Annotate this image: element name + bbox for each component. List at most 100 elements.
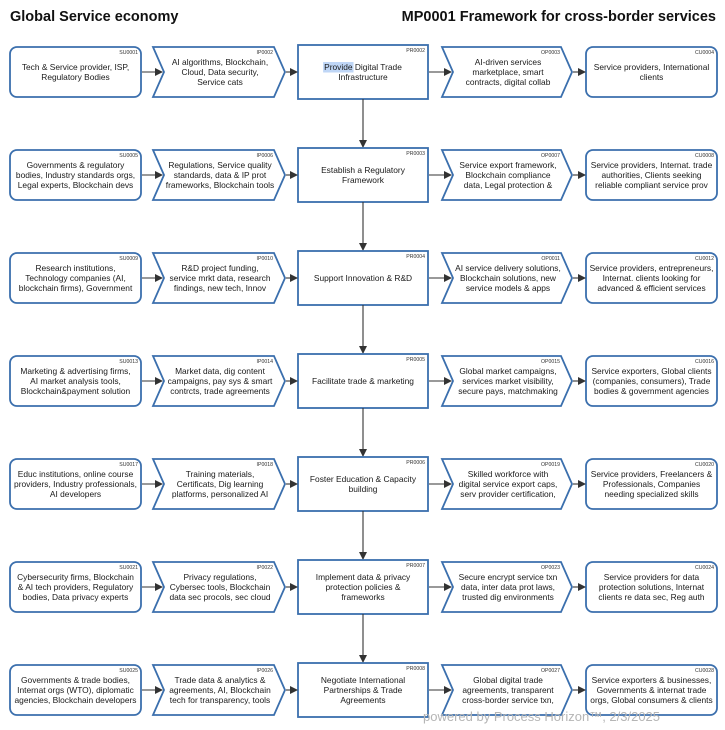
output-text-line: cross-border service txn, [462, 695, 554, 705]
output-text-line: contracts, digital collab [466, 77, 551, 87]
input-box[interactable]: Trade data & analytics &agreements, AI, … [151, 664, 286, 716]
footer-credit: powered by Process Horizon™, 2/3/2025 [423, 709, 661, 724]
supplier-box[interactable]: Cybersecurity firms, Blockchain& AI tech… [9, 561, 142, 613]
process-box[interactable]: Provide Digital TradeInfrastructurePR000… [297, 44, 429, 100]
customer-box-shape [585, 252, 718, 304]
supplier-code: SU0001 [119, 50, 138, 56]
customer-code: CU0024 [695, 565, 714, 571]
supplier-text-line: agencies, Blockchain developers [15, 695, 137, 705]
process-box-shape [297, 147, 429, 203]
input-code: IP0002 [257, 50, 274, 56]
framework-title: MP0001 Framework for cross-border servic… [401, 9, 716, 25]
input-text-line: Service cats [197, 77, 243, 87]
supplier-box[interactable]: Marketing & advertising firms,AI market … [9, 355, 142, 407]
supplier-text-line: Legal experts, Blockchain devs [18, 180, 133, 190]
customer-box[interactable]: Service providers, entrepreneurs,Interna… [585, 252, 718, 304]
output-chevron-shape [440, 252, 573, 304]
process-box-shape [297, 353, 429, 409]
process-box-shape [297, 44, 429, 100]
output-chevron-shape [440, 46, 573, 98]
output-code: OP0027 [541, 668, 560, 674]
input-box[interactable]: AI algorithms, Blockchain,Cloud, Data se… [151, 46, 286, 98]
input-code: IP0006 [257, 153, 274, 159]
process-text-line: frameworks [341, 592, 384, 602]
process-text-line: Establish a Regulatory [321, 165, 406, 175]
supplier-text-line: blockchain firms), Government [19, 283, 133, 293]
customer-text-line: authorities, Clients seeking [601, 170, 701, 180]
customer-box[interactable]: Service providers, InternationalclientsC… [585, 46, 718, 98]
output-chevron-shape [440, 355, 573, 407]
input-text-line: Market data, dig content [175, 366, 266, 376]
customer-text-line: Service providers, Freelancers & [591, 469, 713, 479]
output-text-line: services market visibility, [462, 376, 554, 386]
customer-text-line: Service providers, International [594, 62, 710, 72]
output-text-line: marketplace, smart [472, 67, 544, 77]
supplier-box[interactable]: Research institutions,Technology compani… [9, 252, 142, 304]
input-box[interactable]: Training materials,Certificats, Dig lear… [151, 458, 286, 510]
customer-text-line: orgs, Global consumers & clients [590, 695, 712, 705]
input-text-line: contrcts, trade agreements [170, 386, 270, 396]
input-chevron-shape [151, 561, 286, 613]
customer-code: CU0016 [695, 359, 714, 365]
process-code: PR0008 [406, 666, 425, 672]
process-text-line: Implement data & privacy [316, 572, 411, 582]
customer-box[interactable]: Service exporters & businesses,Governmen… [585, 664, 718, 716]
supplier-code: SU0021 [119, 565, 138, 571]
output-text-line: secure pays, matchmaking [458, 386, 558, 396]
process-text-line: Negotiate International [321, 675, 405, 685]
input-box[interactable]: Privacy regulations,Cybersec tools, Bloc… [151, 561, 286, 613]
customer-box[interactable]: Service providers, Freelancers &Professi… [585, 458, 718, 510]
customer-box[interactable]: Service exporters, Global clients(compan… [585, 355, 718, 407]
customer-text-line: protection solutions, Internat [599, 582, 705, 592]
output-box[interactable]: Global market campaigns,services market … [440, 355, 573, 407]
process-text-line: building [349, 484, 378, 494]
customer-box[interactable]: Service providers, Internat. tradeauthor… [585, 149, 718, 201]
supplier-code: SU0017 [119, 462, 138, 468]
text-selection-highlight [323, 62, 354, 73]
output-box[interactable]: AI service delivery solutions,Blockchain… [440, 252, 573, 304]
input-text-line: Trade data & analytics & [175, 675, 266, 685]
process-code: PR0003 [406, 151, 425, 157]
supplier-box-shape [9, 355, 142, 407]
customer-text-line: advanced & efficient services [597, 283, 705, 293]
supplier-text-line: bodies, Data privacy experts [23, 592, 129, 602]
supplier-box[interactable]: Educ institutions, online courseprovider… [9, 458, 142, 510]
process-box[interactable]: Foster Education & CapacitybuildingPR000… [297, 456, 429, 512]
customer-text-line: Service providers, Internat. trade [591, 160, 713, 170]
output-box[interactable]: Service export framework,Blockchain comp… [440, 149, 573, 201]
output-code: OP0015 [541, 359, 560, 365]
customer-text-line: Professionals, Companies [603, 479, 700, 489]
supplier-text-line: Technology companies (AI, [25, 273, 126, 283]
input-box[interactable]: R&D project funding,service mrkt data, r… [151, 252, 286, 304]
supplier-code: SU0009 [119, 256, 138, 262]
customer-text-line: Internat. clients looking for [603, 273, 701, 283]
input-text-line: data sec procols, sec cloud [169, 592, 270, 602]
input-code: IP0018 [257, 462, 274, 468]
supplier-text-line: Regulatory Bodies [41, 72, 109, 82]
input-text-line: agreements, AI, Blockchain [169, 685, 271, 695]
supplier-box[interactable]: Tech & Service provider, ISP,Regulatory … [9, 46, 142, 98]
supplier-box-shape [9, 664, 142, 716]
output-text-line: Blockchain compliance [465, 170, 551, 180]
supplier-text-line: Marketing & advertising firms, [20, 366, 130, 376]
supplier-text-line: & AI tech providers, Regulatory [18, 582, 134, 592]
process-text-line: Support Innovation & R&D [314, 273, 412, 283]
supplier-text-line: Internat orgs (WTO), diplomatic [17, 685, 134, 695]
input-text-line: service mrkt data, research [170, 273, 271, 283]
supplier-box[interactable]: Governments & trade bodies,Internat orgs… [9, 664, 142, 716]
customer-box-shape [585, 458, 718, 510]
supplier-text-line: Governments & trade bodies, [21, 675, 130, 685]
